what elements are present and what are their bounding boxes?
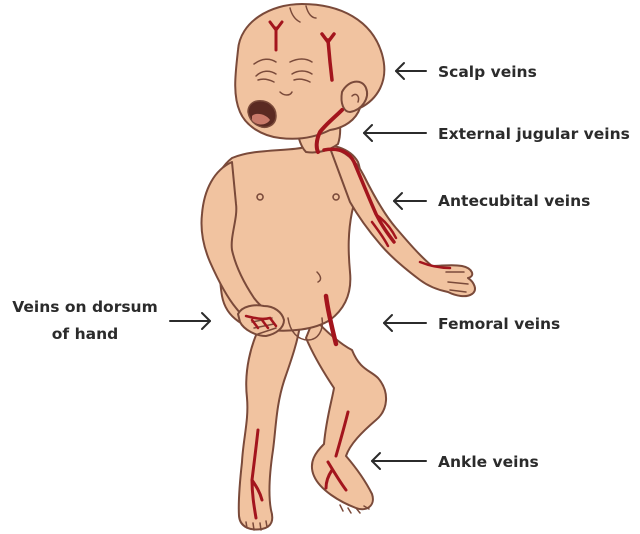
infant-right-toes [245, 520, 268, 531]
label-ankle-veins: Ankle veins [438, 453, 539, 471]
cephalic-vein [322, 147, 396, 244]
left-leg-vein [334, 410, 350, 458]
right-leg-vein [250, 428, 264, 520]
infant-nipples [256, 193, 340, 201]
infant-ear-inner [351, 93, 360, 103]
femoral-vein [323, 293, 339, 347]
label-external-jugular-veins: External jugular veins [438, 125, 630, 143]
scalp-vein-left [268, 20, 284, 52]
label-femoral-veins: Femoral veins [438, 315, 560, 333]
dorsum-hand-arrow [169, 312, 211, 330]
infant-right-eye [255, 70, 277, 83]
scalp-arrow [395, 62, 427, 80]
infant-eyebrows [253, 58, 313, 65]
forearm-vein [418, 260, 452, 270]
label-antecubital-veins: Antecubital veins [438, 192, 590, 210]
label-scalp-veins: Scalp veins [438, 63, 537, 81]
infant-left-toes [339, 504, 370, 514]
infant-figure [200, 3, 476, 531]
antecubital-vein-branch [370, 214, 398, 248]
scalp-vein-right [320, 32, 336, 82]
infant-left-fingers [445, 271, 469, 293]
veins [244, 20, 452, 520]
label-dorsum-hand-line1: Veins on dorsum [12, 298, 158, 316]
infant-right-leg [237, 321, 301, 531]
infant-hair [289, 5, 317, 23]
label-dorsum-hand-line2: of hand [52, 325, 118, 343]
femoral-arrow [383, 314, 427, 332]
infant-nose [279, 91, 293, 96]
ankle-arrow [371, 452, 427, 470]
infant-left-arm [329, 147, 476, 298]
hand-dorsum-veins [244, 314, 278, 330]
infant-navel [316, 271, 322, 283]
ankle-vein [324, 460, 348, 492]
infant-tongue [252, 113, 270, 125]
infant-left-leg [305, 317, 387, 511]
infant-left-eye [291, 70, 313, 83]
labels: Scalp veins External jugular veins Antec… [12, 63, 630, 471]
antecubital-arrow [393, 192, 427, 210]
label-arrows [169, 62, 427, 470]
external-jugular-vein [314, 108, 344, 154]
infant-ear [340, 80, 368, 113]
infant-genitals [287, 317, 324, 341]
external-jugular-arrow [363, 124, 427, 142]
